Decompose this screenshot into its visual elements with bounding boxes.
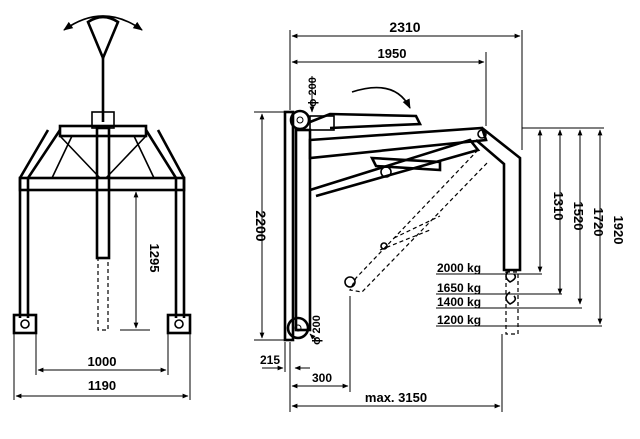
- dim-base-offset: 215: [260, 353, 280, 367]
- dim-front-height: 1295: [147, 244, 162, 273]
- load-label-4: 1200 kg: [437, 313, 481, 327]
- boom: [308, 126, 488, 160]
- load-label-3: 1400 kg: [437, 295, 481, 309]
- dim-wheel-bottom: ϕ 200: [311, 315, 323, 345]
- side-mast: [294, 128, 312, 332]
- foot-left: [12, 313, 38, 335]
- mast-extension: [97, 257, 109, 331]
- dim-base-length: 300: [312, 371, 332, 385]
- dim-front-inner-width: 1000: [88, 354, 117, 369]
- mast-tube: [95, 126, 111, 260]
- load-label-1: 2000 kg: [437, 261, 481, 275]
- dim-h2: 1520: [571, 202, 586, 231]
- dim-total-length: 2310: [389, 19, 420, 35]
- base-plate: [283, 110, 295, 342]
- foot-right: [166, 313, 192, 335]
- dim-h4: 1920: [611, 216, 626, 245]
- lowered-boom: [349, 149, 489, 293]
- wheel-bottom: [286, 316, 310, 340]
- dim-front-outer-width: 1190: [88, 378, 116, 393]
- wheel-top: [289, 109, 311, 131]
- hydraulic-cylinder: [369, 156, 442, 172]
- dim-h3: 1720: [591, 208, 606, 237]
- dim-mast-height: 2200: [253, 210, 269, 241]
- dim-h1: 1310: [551, 192, 566, 221]
- hook-arm-extension: [505, 271, 519, 335]
- load-label-2: 1650 kg: [437, 281, 481, 295]
- dim-wheel-top: ϕ 200: [307, 77, 319, 107]
- hook-arm: [475, 126, 522, 272]
- dim-boom-length: 1950: [378, 46, 407, 61]
- frame-legs: [18, 129, 186, 318]
- dim-max-reach: max. 3150: [365, 390, 427, 405]
- handle: [86, 15, 120, 62]
- side-view: 2310 1950 ϕ 200 2200 ϕ 200 215 300 max. …: [253, 19, 626, 412]
- side-rotation-arrow-icon: [351, 86, 411, 109]
- boom-brace: [309, 138, 481, 198]
- front-view: 1295 1000 1190: [12, 15, 192, 400]
